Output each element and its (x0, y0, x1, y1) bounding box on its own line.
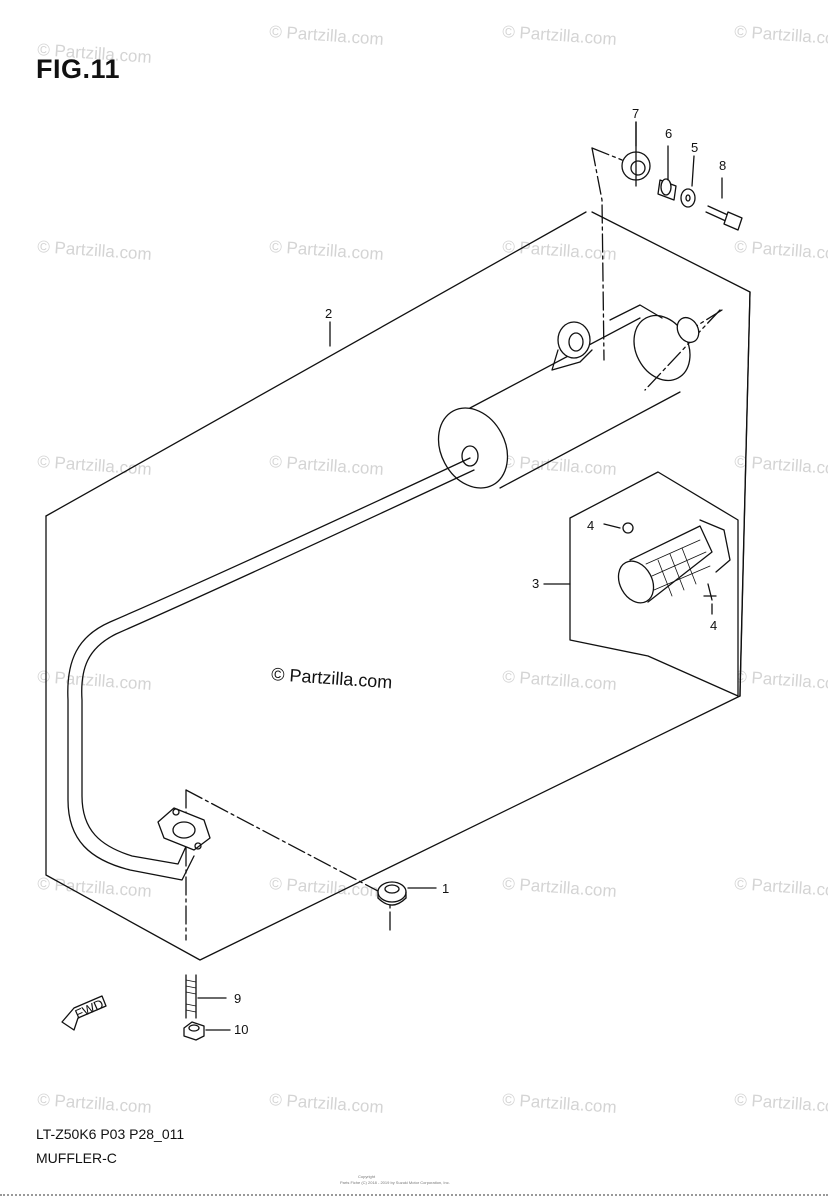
washer-part-5 (680, 155, 696, 208)
callout-7: 7 (632, 106, 639, 121)
page-edge-divider (0, 1194, 828, 1196)
callout-5: 5 (691, 140, 698, 155)
gasket-part-1 (377, 881, 437, 906)
nut-part-10 (183, 1021, 231, 1041)
copyright-detail: Parts Fiche (C) 2018 - 2019 by Suzuki Mo… (340, 1180, 450, 1185)
assembly-outline (45, 211, 751, 961)
muffler-body (437, 304, 700, 489)
figure-name: MUFFLER-C (36, 1150, 117, 1166)
figure-code: LT-Z50K6 P03 P28_011 (36, 1126, 185, 1142)
callout-9: 9 (234, 991, 241, 1006)
copyright-line: Copyright (358, 1174, 376, 1179)
collar-part-6 (657, 145, 677, 201)
figure-title: FIG.11 (36, 54, 121, 84)
callout-leaders (329, 121, 637, 347)
callout-2: 2 (325, 306, 332, 321)
callout-1: 1 (442, 881, 449, 896)
callout-3: 3 (532, 576, 539, 591)
exhaust-flange (157, 807, 211, 851)
spark-arrester-box (543, 471, 739, 697)
callout-4a: 4 (587, 518, 594, 533)
exhaust-pipe (67, 457, 475, 881)
fwd-arrow-icon: FWD (61, 995, 107, 1031)
callout-8: 8 (719, 158, 726, 173)
stud-part-9 (185, 974, 227, 1019)
callout-6: 6 (665, 126, 672, 141)
muffler-bracket (551, 321, 593, 371)
fwd-label: FWD (73, 996, 106, 1022)
bolt-part-8 (705, 177, 743, 231)
callout-10: 10 (234, 1022, 248, 1037)
callout-numbers: 1 2 3 4 4 5 6 7 8 9 10 (234, 106, 726, 1037)
callout-4b: 4 (710, 618, 717, 633)
